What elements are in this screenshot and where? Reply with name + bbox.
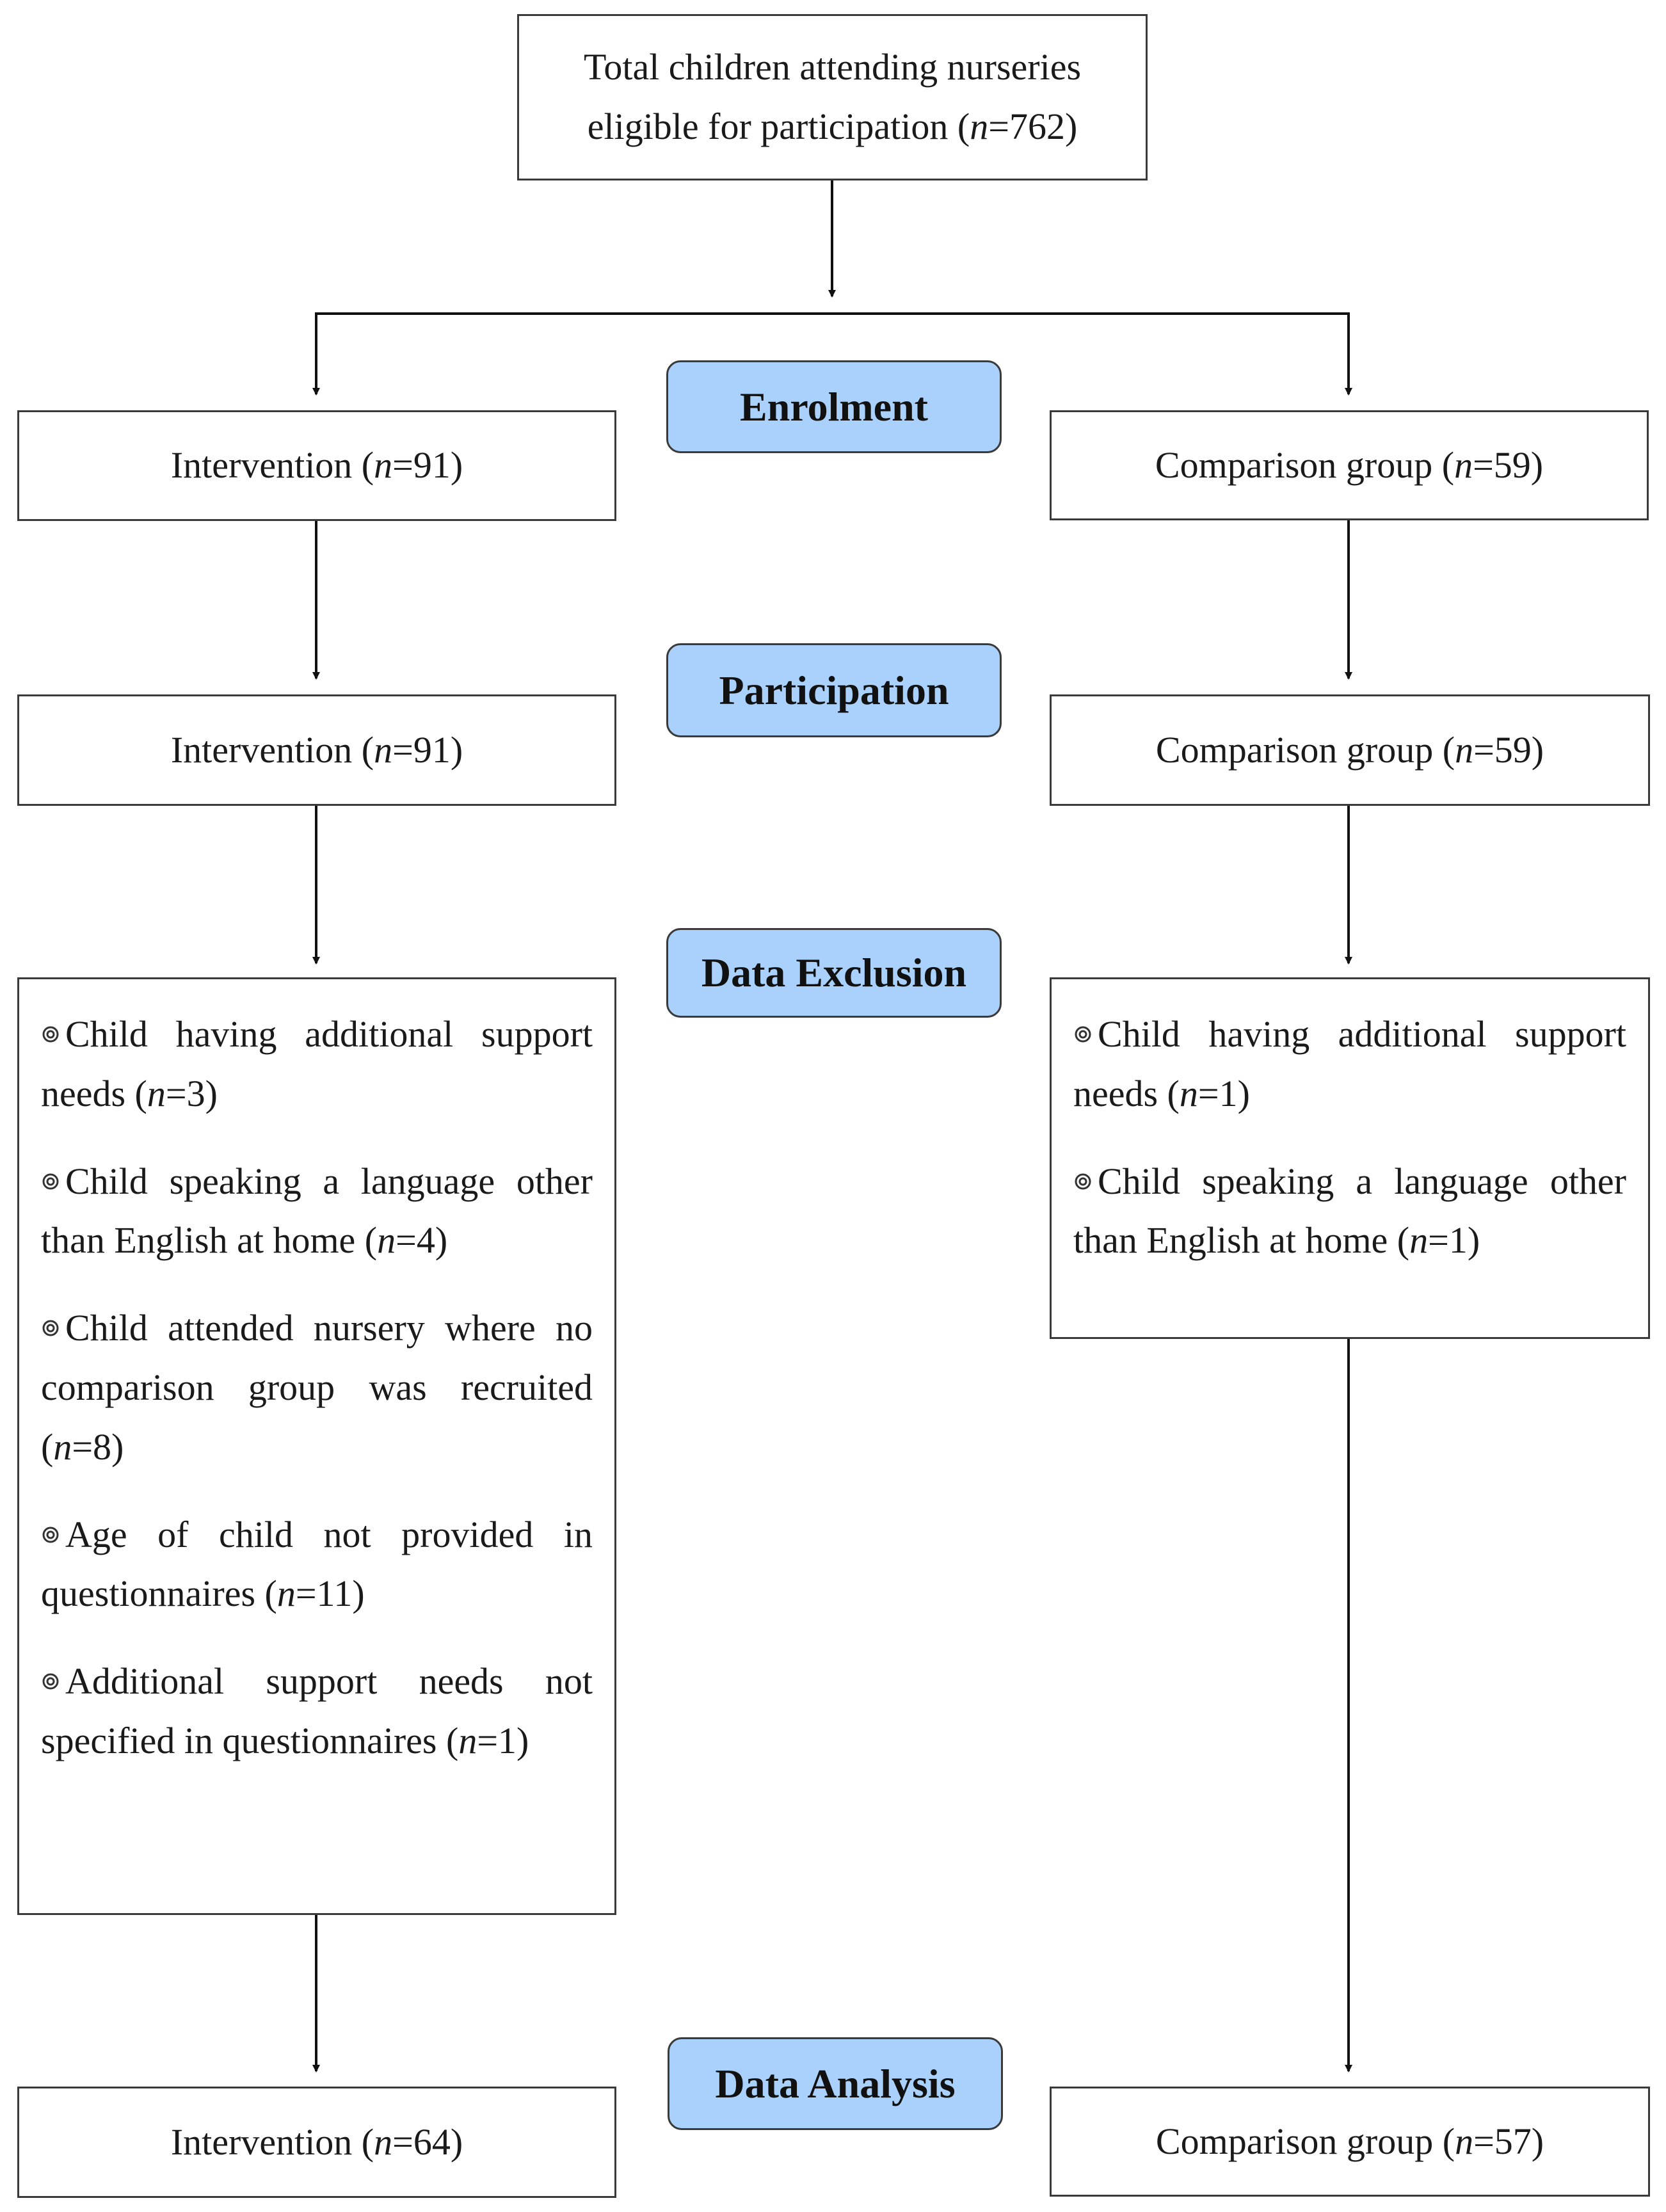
spiral-bullet-icon [41, 1318, 60, 1338]
enrolment-comparison-text: Comparison group (n=59) [1155, 444, 1544, 486]
participation-intervention-box: Intervention (n=91) [17, 694, 616, 806]
exclusion-item: Child having additional support needs (n… [1073, 1013, 1626, 1114]
spiral-bullet-icon [41, 1525, 60, 1544]
stage-data-analysis: Data Analysis [668, 2037, 1003, 2130]
exclusion-intervention-box: Child having additional support needs (n… [17, 977, 616, 1915]
spiral-bullet-icon [1073, 1025, 1093, 1044]
spiral-bullet-icon [41, 1025, 60, 1044]
exclusion-comparison-box: Child having additional support needs (n… [1050, 977, 1650, 1339]
stage-participation: Participation [666, 643, 1002, 737]
participation-intervention-text: Intervention (n=91) [170, 728, 463, 771]
analysis-intervention-text: Intervention (n=64) [170, 2120, 463, 2163]
stage-data-exclusion: Data Exclusion [666, 928, 1002, 1018]
analysis-comparison-text: Comparison group (n=57) [1155, 2120, 1544, 2162]
spiral-bullet-icon [41, 1172, 60, 1191]
spiral-bullet-icon [41, 1672, 60, 1691]
participation-comparison-text: Comparison group (n=59) [1155, 728, 1544, 771]
exclusion-item: Child having additional support needs (n… [41, 1013, 593, 1114]
stage-enrolment: Enrolment [666, 360, 1002, 453]
enrolment-intervention-text: Intervention (n=91) [170, 444, 463, 486]
participation-comparison-box: Comparison group (n=59) [1050, 694, 1650, 806]
exclusion-item: Child speaking a language other than Eng… [41, 1160, 593, 1262]
enrolment-comparison-box: Comparison group (n=59) [1050, 410, 1649, 520]
eligible-total-box: Total children attending nurseries eligi… [517, 14, 1148, 180]
exclusion-item: Age of child not provided in questionnai… [41, 1513, 593, 1615]
enrolment-intervention-box: Intervention (n=91) [17, 410, 616, 521]
eligible-total-text: Total children attending nurseries eligi… [583, 46, 1082, 147]
exclusion-item: Child attended nursery where no comparis… [41, 1307, 593, 1468]
analysis-comparison-box: Comparison group (n=57) [1050, 2087, 1650, 2197]
exclusion-item: Child speaking a language other than Eng… [1073, 1160, 1626, 1262]
exclusion-item: Additional support needs not specified i… [41, 1660, 593, 1761]
spiral-bullet-icon [1073, 1172, 1093, 1191]
analysis-intervention-box: Intervention (n=64) [17, 2087, 616, 2198]
